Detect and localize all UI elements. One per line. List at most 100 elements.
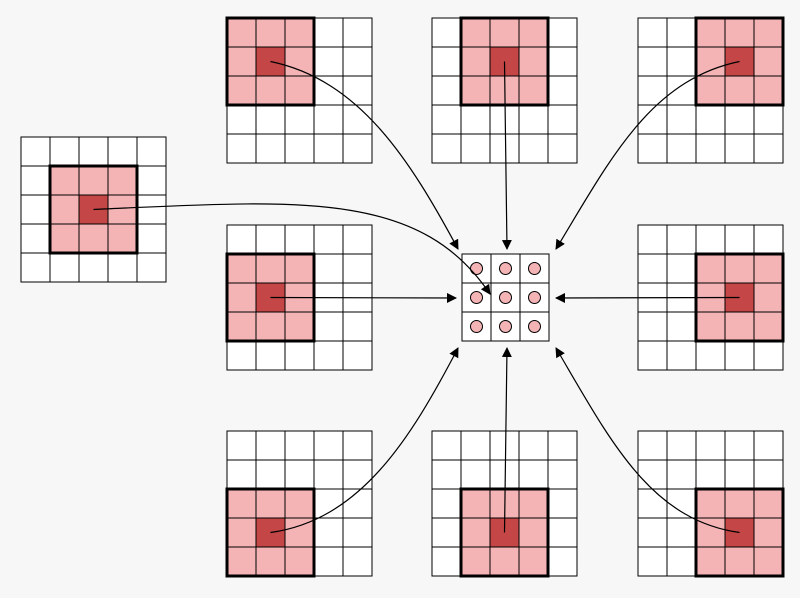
kernel-window-cell (255, 253, 286, 284)
grid-cell (666, 104, 697, 135)
grid-cell (753, 133, 784, 164)
kernel-window-cell (753, 517, 784, 548)
grid-cell (695, 430, 726, 461)
arrow-bottom-right (555, 347, 740, 534)
kernel-window-cell (724, 311, 755, 342)
grid-cell (666, 517, 697, 548)
kernel-window-cell (518, 488, 549, 519)
grid-cell (342, 546, 373, 577)
kernel-window-cell (460, 546, 491, 577)
grid-cell (313, 340, 344, 371)
grid-cell (666, 253, 697, 284)
grid-cell (724, 133, 755, 164)
grid-cell (666, 546, 697, 577)
grid-cell (460, 133, 491, 164)
kernel-window-cell (695, 17, 726, 48)
grid-cell (255, 104, 286, 135)
grid-cell (460, 104, 491, 135)
kernel-window-cell (284, 311, 315, 342)
grid-cell (78, 136, 109, 167)
input-grid-bottom-left (225, 430, 373, 578)
grid-cell (547, 46, 578, 77)
kernel-window-cell (284, 546, 315, 577)
kernel-window-cell (460, 517, 491, 548)
grid-cell (431, 46, 462, 77)
grid-cell (753, 224, 784, 255)
grid-cell (666, 75, 697, 106)
grid-cell (136, 194, 167, 225)
kernel-window-cell (49, 223, 80, 254)
kernel-window-cell (284, 253, 315, 284)
grid-cell (342, 75, 373, 106)
kernel-window-cell (78, 223, 109, 254)
grid-cell (637, 46, 668, 77)
grid-cell (518, 430, 549, 461)
kernel-window-cell (226, 517, 257, 548)
grid-cell (724, 224, 755, 255)
grid-cell (518, 104, 549, 135)
output-dot (528, 262, 541, 275)
kernel-window-cell (284, 488, 315, 519)
kernel-window-cell (49, 165, 80, 196)
kernel-window-cell (284, 517, 315, 548)
grid-cell (695, 104, 726, 135)
kernel-window-cell (226, 75, 257, 106)
grid-cell (136, 136, 167, 167)
grid-cell (226, 224, 257, 255)
kernel-window-cell (518, 517, 549, 548)
kernel-window-cell (460, 46, 491, 77)
kernel-window-cell (724, 75, 755, 106)
output-dot (499, 262, 512, 275)
grid-cell (753, 104, 784, 135)
arrow-bottom-center (501, 347, 512, 533)
grid-cell (753, 459, 784, 490)
grid-cell (695, 459, 726, 490)
grid-cell (284, 430, 315, 461)
input-grid-middle-right (637, 224, 785, 371)
kernel-window-cell (460, 75, 491, 106)
kernel-window-cell (518, 75, 549, 106)
grid-cell (547, 517, 578, 548)
grid-cell (226, 104, 257, 135)
output-grid (461, 253, 550, 342)
kernel-window-cell (695, 311, 726, 342)
kernel-window-cell (460, 17, 491, 48)
grid-cell (724, 430, 755, 461)
grid-cell (313, 75, 344, 106)
grid-cell (666, 430, 697, 461)
kernel-window-cell (695, 253, 726, 284)
kernel-window-border (48, 164, 139, 255)
grid-cell (753, 340, 784, 371)
kernel-window-cell (518, 17, 549, 48)
kernel-window-cell (753, 546, 784, 577)
grid-cell (255, 340, 286, 371)
grid-cell (431, 517, 462, 548)
grid-cell (342, 133, 373, 164)
arrow-left-extra (93, 203, 491, 295)
grid-cell (342, 517, 373, 548)
kernel-window-cell (753, 75, 784, 106)
kernel-window-cell (107, 165, 138, 196)
kernel-window-border (225, 487, 316, 578)
grid-cell (431, 459, 462, 490)
grid-cell (313, 517, 344, 548)
kernel-window-border (694, 16, 785, 107)
kernel-window-cell (753, 282, 784, 313)
grid-cell (20, 252, 51, 283)
grid-cell (547, 133, 578, 164)
kernel-window-cell (753, 17, 784, 48)
grid-cell (431, 75, 462, 106)
output-dot (470, 320, 483, 333)
grid-cell (695, 340, 726, 371)
kernel-window-cell (695, 488, 726, 519)
kernel-window-cell (78, 165, 109, 196)
kernel-window-border (694, 487, 785, 578)
grid-cell (342, 430, 373, 461)
grid-cell (489, 133, 520, 164)
kernel-window-cell (226, 46, 257, 77)
grid-cell (547, 430, 578, 461)
kernel-window-cell (518, 546, 549, 577)
output-dot (499, 320, 512, 333)
kernel-window-cell (489, 17, 520, 48)
grid-cell (20, 194, 51, 225)
